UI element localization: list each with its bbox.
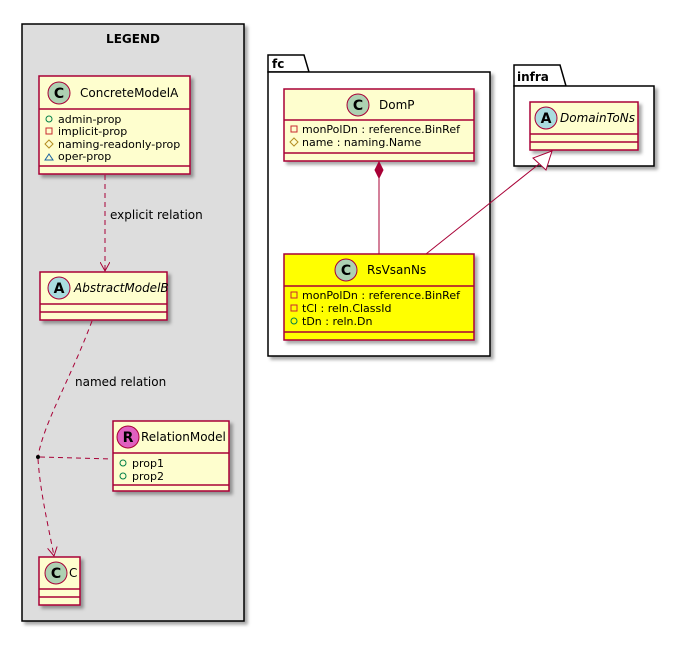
class-name: RsVsanNs	[367, 263, 426, 277]
public-visibility-icon	[119, 472, 127, 480]
stereotype-letter: R	[123, 430, 134, 446]
attribute: monPolDn : reference.BinRef	[302, 123, 461, 136]
legend-title: LEGEND	[106, 32, 160, 46]
class-relation-model[interactable]: R RelationModel prop1 prop2	[112, 420, 230, 492]
class-domaintons[interactable]: A DomainToNs	[529, 101, 639, 151]
stereotype-letter: A	[541, 111, 552, 127]
class-c[interactable]: C C	[38, 556, 81, 606]
stereotype-letter: A	[54, 281, 65, 297]
attribute: admin-prop	[58, 113, 121, 126]
relation-circle-icon: R	[116, 425, 140, 449]
attribute: tDn : reln.Dn	[302, 315, 372, 328]
class-abstract-model-b[interactable]: A AbstractModelB	[39, 271, 169, 321]
stereotype-letter: C	[51, 566, 61, 582]
attribute: prop1	[132, 457, 164, 470]
stereotype-letter: C	[353, 98, 363, 114]
protected-visibility-icon	[44, 139, 54, 149]
attribute: oper-prop	[58, 150, 111, 163]
private-visibility-icon	[290, 304, 298, 312]
public-visibility-icon	[45, 115, 53, 123]
protected-visibility-icon	[289, 137, 299, 147]
edge-label: named relation	[75, 375, 166, 389]
class-name: DomainToNs	[560, 111, 635, 125]
class-circle-icon: C	[47, 81, 71, 105]
package-name: infra	[517, 70, 549, 84]
class-name: ConcreteModelA	[80, 86, 179, 100]
attribute: implicit-prop	[58, 125, 127, 138]
class-name: C	[69, 566, 77, 580]
abstract-circle-icon: A	[47, 276, 71, 300]
class-circle-icon: C	[44, 561, 68, 585]
class-circle-icon: C	[334, 258, 358, 282]
class-rsvsanns[interactable]: C RsVsanNs monPolDn : reference.BinRef t…	[283, 253, 475, 341]
attribute: name : naming.Name	[302, 136, 422, 149]
private-visibility-icon	[45, 127, 53, 135]
package-name: fc	[272, 57, 284, 71]
public-visibility-icon	[119, 459, 127, 467]
edge-composition	[374, 160, 384, 254]
class-domp[interactable]: C DomP monPolDn : reference.BinRef name …	[283, 88, 475, 162]
abstract-circle-icon: A	[534, 106, 558, 130]
private-visibility-icon	[290, 291, 298, 299]
attribute: naming-readonly-prop	[58, 138, 180, 151]
attribute-list: admin-prop implicit-prop naming-readonly…	[44, 113, 180, 163]
class-name: DomP	[379, 98, 415, 112]
attribute: monPolDn : reference.BinRef	[302, 289, 461, 302]
class-name: RelationModel	[141, 430, 226, 444]
edge-explicit-relation: explicit relation	[105, 175, 203, 271]
stereotype-letter: C	[341, 263, 351, 279]
class-concrete-model-a[interactable]: C ConcreteModelA admin-prop implicit-pro…	[38, 75, 191, 175]
private-visibility-icon	[290, 125, 298, 133]
class-name: AbstractModelB	[73, 281, 169, 295]
attribute: tCl : reln.ClassId	[302, 302, 392, 315]
public-visibility-icon	[290, 317, 298, 325]
edge-named-relation: named relation	[36, 320, 166, 556]
package-visibility-icon	[44, 153, 54, 161]
edge-inheritance	[425, 150, 553, 255]
edge-label: explicit relation	[110, 208, 203, 222]
attribute: prop2	[132, 470, 164, 483]
class-circle-icon: C	[346, 93, 370, 117]
stereotype-letter: C	[54, 86, 64, 102]
association-point	[36, 455, 40, 459]
